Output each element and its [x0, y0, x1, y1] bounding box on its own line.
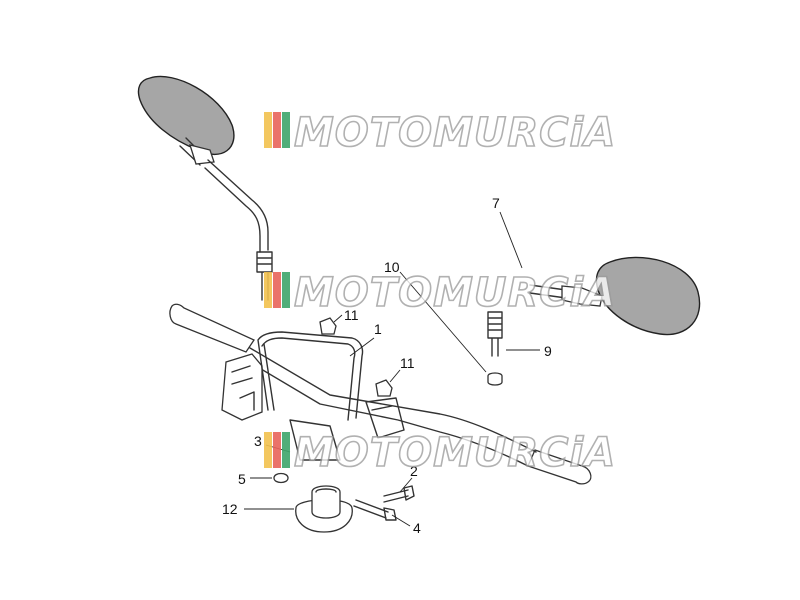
- watermark-stripe-red: [273, 432, 281, 468]
- handlebar-left-grip: [169, 303, 255, 353]
- callout-10: 10: [384, 259, 400, 275]
- callout-12: 12: [222, 501, 238, 517]
- bolt-2: [383, 485, 415, 503]
- small-parts: [273, 317, 415, 533]
- watermark-stripe-red: [273, 272, 281, 308]
- left-mirror-head: [137, 75, 235, 156]
- watermark-stripe-green: [282, 432, 290, 468]
- right-mirror-joint: [561, 285, 603, 307]
- leader-7: [499, 211, 523, 269]
- part-10-cap: [487, 372, 503, 386]
- watermark-stripe-yellow: [264, 112, 272, 148]
- callout-1: 1: [374, 321, 382, 337]
- leader-10: [399, 271, 487, 373]
- watermark-text: MOTOMURCiA: [294, 270, 616, 316]
- watermark-stripe-green: [282, 272, 290, 308]
- nut-11-lower: [375, 379, 393, 397]
- leader-4: [391, 514, 411, 527]
- nut-11-upper: [319, 317, 337, 335]
- callout-labels: 1 2 3 4 5 7 9 10 11 11 12: [222, 195, 552, 536]
- right-mirror: [487, 256, 701, 386]
- right-mirror-arm: [529, 284, 567, 299]
- handlebar-assembly: [169, 303, 592, 485]
- callout-9: 9: [544, 343, 552, 359]
- watermark-text: MOTOMURCiA: [294, 110, 616, 156]
- left-switch-block: [221, 353, 263, 421]
- leader-2: [399, 477, 413, 493]
- right-mirror-screw-9: [487, 311, 503, 357]
- handlebar-right-grip: [527, 449, 592, 485]
- watermark-stripe-red: [273, 112, 281, 148]
- callout-11a: 11: [344, 307, 359, 323]
- watermark-3: MOTOMURCiA: [264, 429, 616, 477]
- leader-1: [349, 337, 375, 357]
- handlebar-tube: [245, 347, 537, 467]
- leader-11a: [333, 314, 343, 323]
- watermark-stripe-yellow: [264, 432, 272, 468]
- watermark-2: MOTOMURCiA: [264, 269, 616, 317]
- cap-12-top: [311, 485, 341, 519]
- left-mirror-joint: [189, 144, 215, 165]
- callout-3: 3: [254, 433, 262, 449]
- leader-lines: [244, 211, 540, 527]
- callout-5: 5: [238, 471, 246, 487]
- lower-bracket: [289, 419, 341, 461]
- leader-11b: [389, 369, 401, 383]
- watermark-stripe-green: [282, 112, 290, 148]
- watermark-text: MOTOMURCiA: [294, 430, 616, 476]
- left-switch-detail: [231, 365, 255, 411]
- callout-11b: 11: [400, 355, 415, 371]
- watermark-1: MOTOMURCiA: [264, 109, 616, 157]
- callout-2: 2: [410, 463, 418, 479]
- right-mirror-head: [595, 256, 701, 336]
- left-mirror: [137, 75, 273, 301]
- handlebar-mount-frame: [257, 331, 364, 421]
- center-clamp: [365, 397, 405, 439]
- callout-4: 4: [413, 520, 421, 536]
- left-mirror-stem: [204, 159, 269, 253]
- bolt-4: [353, 499, 397, 521]
- watermark-stripe-yellow: [264, 272, 272, 308]
- cap-12-ring: [315, 488, 337, 493]
- washer-5: [273, 472, 289, 484]
- callout-7: 7: [492, 195, 500, 211]
